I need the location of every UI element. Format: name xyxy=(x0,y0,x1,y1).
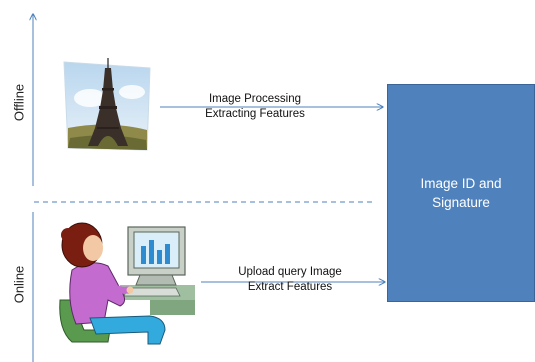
online-step-line2: Extract Features xyxy=(247,281,333,293)
online-label: Online xyxy=(11,265,27,304)
online-step-line1: Upload query Image xyxy=(238,266,342,278)
eiffel-tower-icon xyxy=(63,58,151,151)
box-line1: Image ID and xyxy=(420,176,502,191)
box-line2: Signature xyxy=(432,195,490,210)
offline-step-line1: Image Processing xyxy=(208,93,302,105)
offline-label: Offline xyxy=(11,83,27,122)
offline-step-line2: Extracting Features xyxy=(205,108,305,120)
online-step-label: Upload query Image Extract Features xyxy=(210,265,370,295)
woman-at-computer-icon xyxy=(59,222,195,345)
image-id-signature-box: Image ID and Signature xyxy=(387,84,535,302)
offline-step-label: Image Processing Extracting Features xyxy=(180,92,330,122)
